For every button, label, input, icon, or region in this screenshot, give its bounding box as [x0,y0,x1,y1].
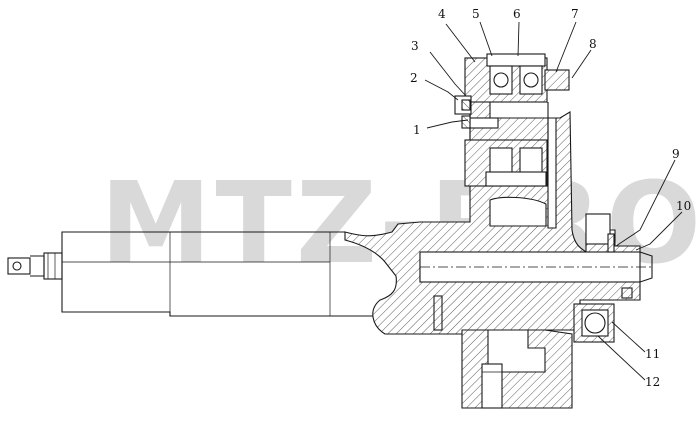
callout-10: 10 [676,199,691,213]
leader-lines [424,21,683,381]
callout-8: 8 [589,37,597,51]
drive-square-end [7,257,31,275]
callout-6: 6 [513,7,521,21]
callout-7: 7 [571,7,579,21]
callout-5: 5 [472,7,480,21]
shaft-lower-edge [61,304,380,317]
callout-11: 11 [645,347,660,361]
shaft-upper-edge [61,231,345,238]
callout-4: 4 [438,7,446,21]
callout-3: 3 [411,39,419,53]
callouts: 1 2 3 4 5 6 7 8 9 10 11 12 [410,7,691,389]
drawing-geometry [7,53,653,409]
callout-1: 1 [413,123,421,137]
callout-2: 2 [410,71,418,85]
callout-12: 12 [645,375,660,389]
callout-9: 9 [672,147,680,161]
